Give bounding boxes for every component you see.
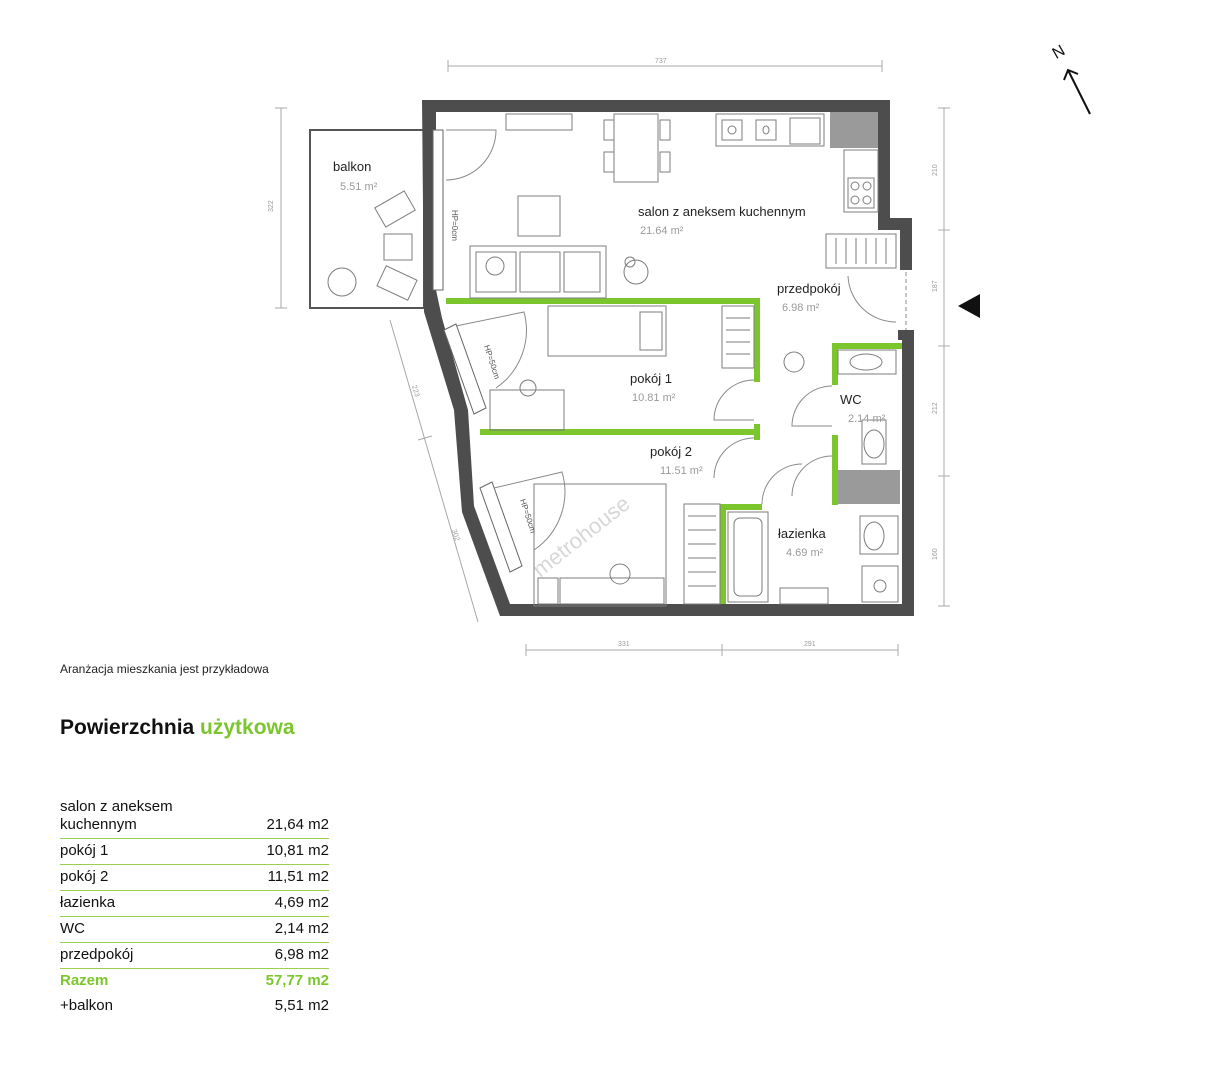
room-labels: balkon 5.51 m² salon z aneksem kuchennym… <box>333 159 886 559</box>
heading-part1: Powierzchnia <box>60 716 195 739</box>
area-value: 6,98 m2 <box>274 946 329 963</box>
area-row: przedpokój 6,98 m2 <box>60 943 329 969</box>
dim-bottom-left: 331 <box>618 641 630 648</box>
area-value: 4,69 m2 <box>274 894 329 911</box>
bath-shaft <box>838 470 900 504</box>
area-value: 21,64 m2 <box>266 816 329 833</box>
total-row: Razem 57,77 m2 <box>60 969 329 994</box>
furniture <box>327 113 899 607</box>
balcony-label: +balkon <box>60 997 113 1014</box>
room-area-salon: 21.64 m² <box>640 225 684 237</box>
area-row: salon z aneksem kuchennym 21,64 m2 <box>60 795 329 839</box>
north-label: N <box>1050 42 1069 63</box>
hp-note-pokoj2: HP=50cm <box>518 498 538 535</box>
room-area-pokoj2: 11.51 m² <box>660 465 703 477</box>
area-label: pokój 1 <box>60 842 109 859</box>
area-value: 2,14 m2 <box>274 920 329 937</box>
dim-bottom-right: 291 <box>804 641 816 648</box>
dim-balcony: 322 <box>268 200 275 212</box>
area-row: pokój 1 10,81 m2 <box>60 839 329 865</box>
watermark: metrohouse <box>528 491 635 582</box>
dim-right-entry: 187 <box>932 280 939 292</box>
area-row: pokój 2 11,51 m2 <box>60 865 329 891</box>
hp-note-salon: HP=0cm <box>450 210 459 241</box>
kitchen-corner <box>830 112 878 148</box>
entrance-arrow-icon <box>958 294 980 318</box>
area-label: pokój 2 <box>60 868 109 885</box>
total-value: 57,77 m2 <box>265 972 329 989</box>
area-table: salon z aneksem kuchennym 21,64 m2 pokój… <box>60 795 329 1019</box>
total-label: Razem <box>60 972 109 989</box>
room-name-balkon: balkon <box>333 159 371 174</box>
room-area-balkon: 5.51 m² <box>340 181 378 193</box>
internal-walls <box>446 298 902 604</box>
area-value: 11,51 m2 <box>267 868 329 885</box>
balcony-row: +balkon 5,51 m2 <box>60 994 329 1019</box>
room-area-wc: 2.14 m² <box>848 413 886 425</box>
room-name-pokoj1: pokój 1 <box>630 371 672 386</box>
area-label: przedpokój <box>60 946 134 963</box>
doors <box>445 129 907 551</box>
area-label: łazienka <box>60 894 116 911</box>
north-arrow-icon: N <box>1050 42 1091 115</box>
dim-left-lower: 302 <box>450 529 460 542</box>
area-row: łazienka 4,69 m2 <box>60 891 329 917</box>
hp-note-pokoj1: HP=50cm <box>482 344 502 381</box>
heading-part2: użytkowa <box>200 716 295 739</box>
room-name-pokoj2: pokój 2 <box>650 444 692 459</box>
dim-right-top: 210 <box>932 164 939 176</box>
room-area-przedpokoj: 6.98 m² <box>782 302 820 314</box>
dim-right-bottom: 160 <box>932 548 939 560</box>
dim-top: 737 <box>655 58 667 65</box>
room-name-przedpokoj: przedpokój <box>777 281 841 296</box>
windows <box>432 129 906 573</box>
section-heading: Powierzchnia użytkowa <box>60 716 295 740</box>
balcony-slab <box>309 129 425 309</box>
area-label: WC <box>60 920 85 937</box>
room-name-salon: salon z aneksem kuchennym <box>638 204 806 219</box>
area-value: 10,81 m2 <box>266 842 329 859</box>
room-area-lazienka: 4.69 m² <box>786 547 824 559</box>
arrangement-note: Aranżacja mieszkania jest przykładowa <box>60 662 269 676</box>
dim-left-upper: 223 <box>410 385 420 398</box>
room-name-wc: WC <box>840 392 862 407</box>
area-label: salon z aneksem kuchennym <box>60 798 173 833</box>
room-name-lazienka: łazienka <box>778 526 826 541</box>
floor-plan: .dim { stroke: #a8a8a8; stroke-width: 1;… <box>268 42 1091 656</box>
area-row: WC 2,14 m2 <box>60 917 329 943</box>
room-area-pokoj1: 10.81 m² <box>632 392 676 404</box>
dim-right-mid: 212 <box>932 402 939 414</box>
dimension-lines: 737 322 210 187 212 160 223 302 331 291 <box>268 58 950 656</box>
balcony-value: 5,51 m2 <box>274 997 329 1014</box>
